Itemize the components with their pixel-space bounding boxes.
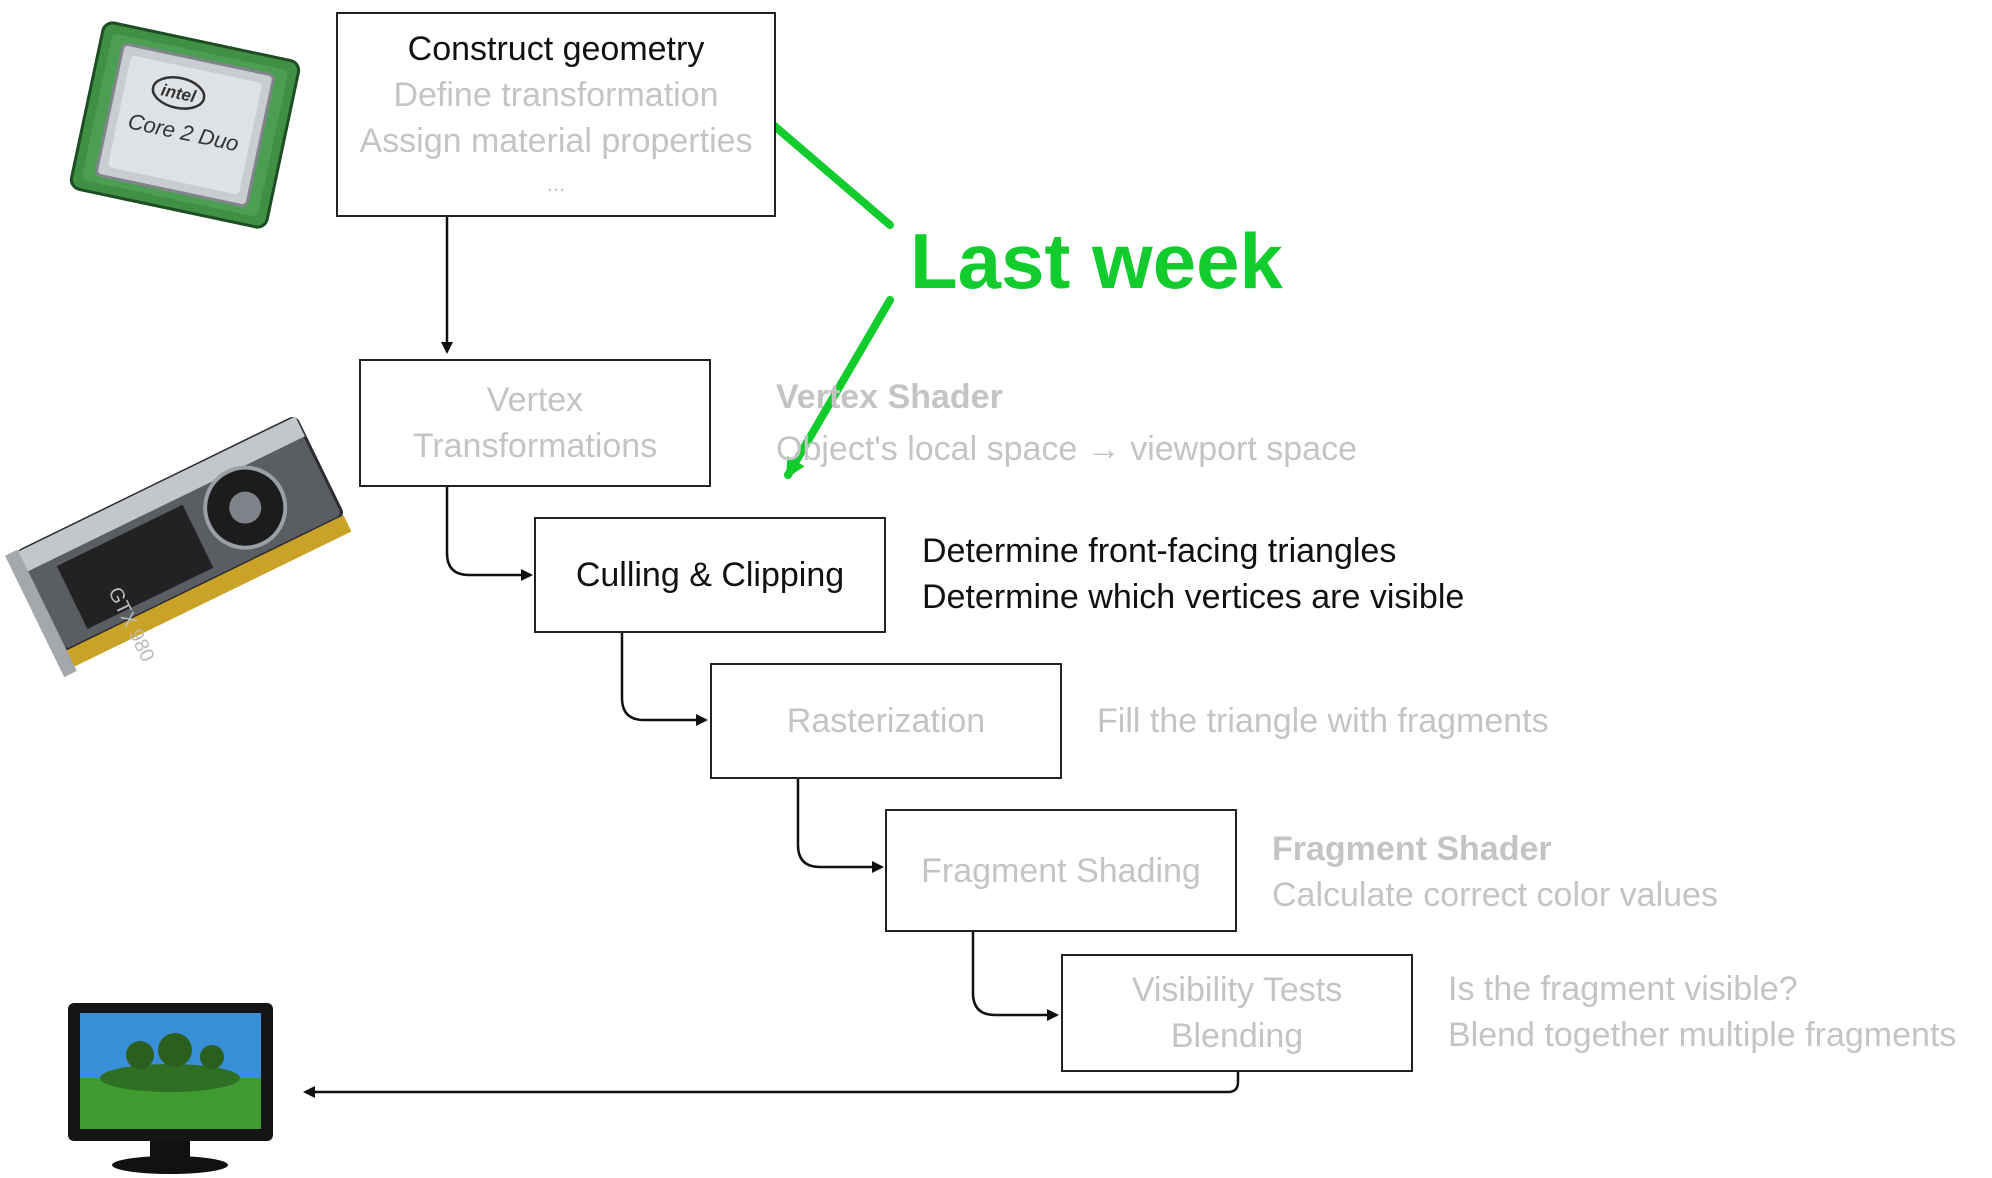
raster-line-1: Rasterization	[786, 702, 986, 740]
pipeline-connectors	[303, 217, 1240, 1098]
raster-note-text: Fill the triangle with fragments	[1097, 702, 1549, 740]
visibility-note-line-2: Blend together multiple fragments	[1448, 1016, 1957, 1054]
vertex-shader-title: Vertex Shader	[776, 378, 1003, 416]
stage-fragment-shading: Fragment Shading	[885, 809, 1237, 932]
stage-culling-clipping: Culling & Clipping	[534, 517, 886, 633]
monitor-icon	[68, 1003, 273, 1174]
application-line-3: Assign material properties	[359, 121, 753, 160]
culling-note-line-1: Determine front-facing triangles	[922, 532, 1397, 570]
stage-rasterization: Rasterization	[710, 663, 1062, 779]
note-culling: Determine front-facing triangles Determi…	[922, 528, 1464, 620]
vertex-line-1: Vertex	[486, 381, 584, 419]
culling-line-1: Culling & Clipping	[575, 556, 845, 594]
visibility-line-2: Blending	[1170, 1017, 1304, 1055]
stage-visibility-blending: Visibility Tests Blending	[1061, 954, 1413, 1072]
connector-vertex-to-culling	[445, 487, 533, 581]
application-line-2: Define transformation	[393, 75, 719, 114]
note-fragment-shader: Fragment Shader Calculate correct color …	[1272, 826, 1718, 918]
fragment-shader-title: Fragment Shader	[1272, 830, 1552, 868]
fragment-line-1: Fragment Shading	[921, 851, 1201, 890]
connector-fragment-to-visibility	[971, 932, 1059, 1021]
connector-raster-to-fragment	[796, 779, 884, 873]
connector-culling-to-raster	[620, 633, 708, 726]
note-visibility: Is the fragment visible? Blend together …	[1448, 966, 1956, 1058]
application-line-4: ...	[546, 170, 566, 196]
cpu-chip-icon: intel Core 2 Duo	[69, 21, 301, 229]
culling-note-line-2: Determine which vertices are visible	[922, 578, 1465, 616]
gpu-card-icon: GTX 980	[5, 416, 352, 678]
note-vertex-shader: Vertex Shader Object's local space → vie…	[776, 374, 1357, 472]
application-line-1: Construct geometry	[407, 29, 705, 68]
note-rasterization: Fill the triangle with fragments	[1097, 698, 1549, 744]
arrow-to-culling	[784, 296, 894, 479]
visibility-note-line-1: Is the fragment visible?	[1448, 970, 1798, 1008]
stage-vertex-transformations: Vertex Transformations	[359, 359, 711, 487]
visibility-line-1: Visibility Tests	[1131, 971, 1343, 1009]
connector-to-monitor	[303, 1072, 1240, 1098]
stage-application: Construct geometry Define transformation…	[336, 12, 776, 217]
vertex-shader-text: Object's local space → viewport space	[776, 430, 1357, 468]
last-week-label: Last week	[910, 217, 1283, 305]
vertex-line-2: Transformations	[412, 427, 658, 465]
fragment-shader-text: Calculate correct color values	[1272, 876, 1718, 914]
